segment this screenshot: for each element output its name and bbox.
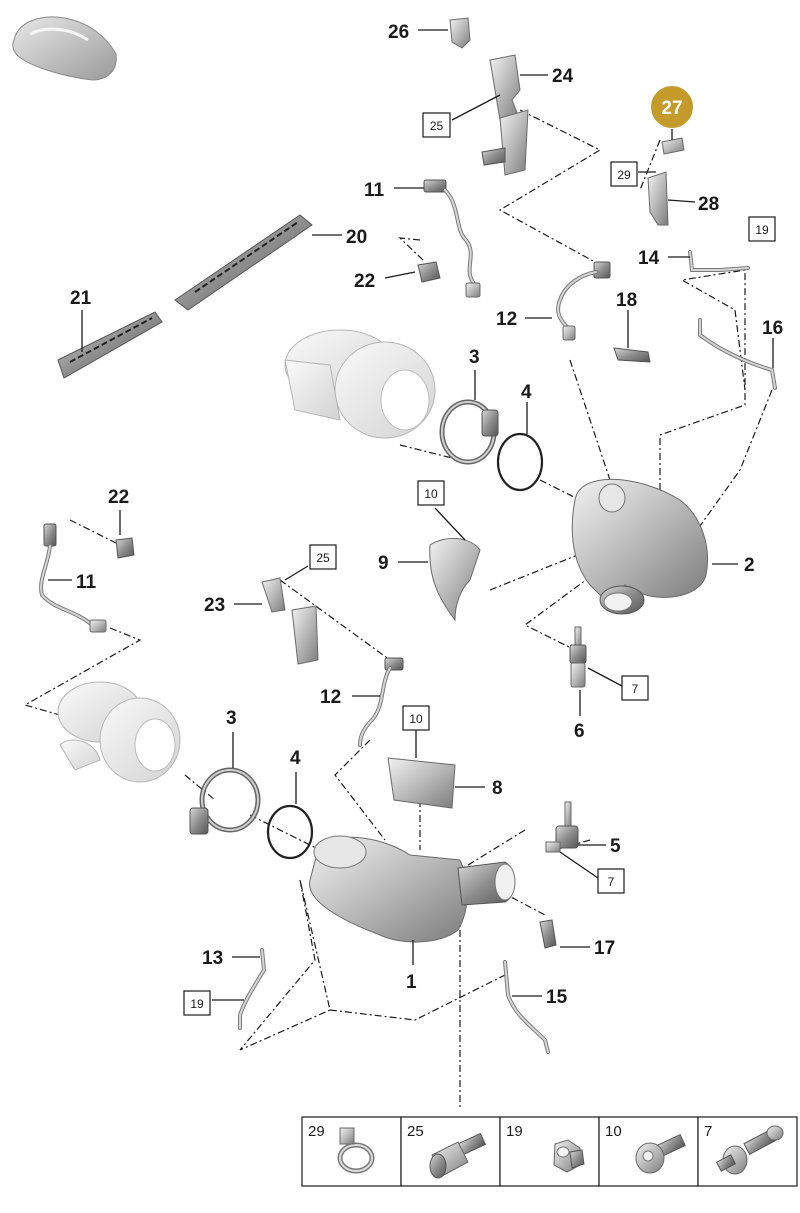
heat-shield-part-8 <box>387 757 456 809</box>
legend-label-1: 29 <box>308 1123 325 1140</box>
callout-24: 24 <box>552 66 574 87</box>
callout-11-upper: 11 <box>364 180 385 201</box>
exhaust-sensor-part-11-upper <box>423 179 481 298</box>
callout-3-lower: 3 <box>226 708 237 729</box>
clip-part-22-lower <box>115 537 135 559</box>
callout-18: 18 <box>616 290 637 311</box>
pressure-pipe-part-15 <box>503 960 550 1054</box>
temperature-sensor-part-6 <box>569 626 587 688</box>
support-bracket-part-24 <box>481 54 529 176</box>
particulate-filter-part-1 <box>309 835 516 943</box>
callout-12-lower: 12 <box>320 687 341 708</box>
legend-cell-3: 19 <box>499 1116 600 1187</box>
fastener-reference-boxes: 25 29 19 10 25 7 10 7 19 <box>183 112 776 1016</box>
exhaust-sensor-part-12-upper <box>556 261 611 341</box>
pressure-pipe-part-13 <box>238 948 267 1030</box>
callout-12-upper: 12 <box>496 309 517 330</box>
svg-text:25: 25 <box>316 551 330 565</box>
legend-label-4: 10 <box>605 1123 622 1140</box>
v-band-clamp-part-3-lower <box>189 767 261 835</box>
callout-16: 16 <box>762 318 783 339</box>
callout-27: 27 <box>661 98 682 119</box>
svg-text:19: 19 <box>755 223 769 237</box>
exhaust-sensor-part-12-lower <box>358 657 404 747</box>
svg-text:29: 29 <box>617 168 631 182</box>
callout-22-lower: 22 <box>108 487 129 508</box>
particulate-filter-part-2 <box>571 478 709 615</box>
turbocharger-reference-lower <box>57 681 181 783</box>
svg-text:25: 25 <box>430 119 444 133</box>
highlighted-callout-27[interactable]: 27 <box>649 84 695 130</box>
ref-box-10-lower: 10 <box>402 705 430 731</box>
legend-label-2: 25 <box>407 1123 424 1140</box>
callout-4-upper: 4 <box>521 382 532 403</box>
support-bracket-part-23 <box>261 577 319 665</box>
legend-label-3: 19 <box>506 1123 523 1140</box>
pressure-pipe-part-14 <box>688 250 750 272</box>
temperature-sensor-part-5 <box>545 801 579 853</box>
svg-text:10: 10 <box>409 712 423 726</box>
legend-cell-5: 7 <box>697 1116 798 1187</box>
callout-9: 9 <box>378 553 389 574</box>
heat-shield-part-21 <box>57 311 163 379</box>
callout-2: 2 <box>744 555 755 576</box>
callout-17: 17 <box>594 938 615 959</box>
callout-4-lower: 4 <box>290 748 301 769</box>
legend-cell-1: 29 <box>301 1116 402 1187</box>
callout-13: 13 <box>202 948 223 969</box>
ref-box-25-upper: 25 <box>422 112 451 138</box>
torx-bolt-icon <box>635 1133 686 1174</box>
hose-clamp-icon <box>337 1127 375 1174</box>
clip-part-22-upper <box>417 261 441 283</box>
callout-14: 14 <box>638 248 660 269</box>
svg-text:7: 7 <box>608 875 615 889</box>
callout-20: 20 <box>346 227 367 248</box>
callout-6: 6 <box>574 721 585 742</box>
stud-bolt-icon <box>715 1125 784 1175</box>
callout-15: 15 <box>546 987 568 1008</box>
part-callouts: 26 24 28 20 11 22 21 14 18 12 16 3 4 22 … <box>70 22 783 1008</box>
svg-text:7: 7 <box>632 682 639 696</box>
bracket-part-17 <box>539 919 557 949</box>
heat-shield-part-20 <box>174 214 313 311</box>
ref-box-7-upper: 7 <box>621 675 649 701</box>
turbocharger-reference-upper <box>284 329 436 439</box>
vehicle-silhouette-icon <box>12 16 117 81</box>
callout-1: 1 <box>406 972 417 993</box>
legend-cell-2: 25 <box>400 1116 501 1187</box>
legend-label-5: 7 <box>704 1123 712 1140</box>
ref-box-29: 29 <box>610 161 638 187</box>
callout-22-upper: 22 <box>354 271 375 292</box>
ref-box-10-upper: 10 <box>417 480 445 506</box>
callout-5: 5 <box>610 836 621 857</box>
ref-box-19-lower: 19 <box>183 990 211 1016</box>
bracket-part-18 <box>613 347 651 363</box>
callout-3-upper: 3 <box>469 347 480 368</box>
callout-21: 21 <box>70 288 92 309</box>
assembly-dash-lines <box>23 109 773 1110</box>
v-band-clamp-part-3-upper <box>439 399 499 465</box>
hex-nut-icon <box>553 1139 585 1173</box>
exhaust-sensor-part-11-lower <box>39 523 107 633</box>
ref-box-7-lower: 7 <box>597 868 625 894</box>
callout-26: 26 <box>388 22 409 43</box>
bracket-part-28 <box>647 137 685 226</box>
callout-28: 28 <box>698 194 719 215</box>
svg-text:10: 10 <box>424 487 438 501</box>
bracket-part-26 <box>449 17 471 49</box>
fastener-legend-table: 29 25 19 <box>301 1116 798 1187</box>
heat-shield-part-9 <box>429 537 481 622</box>
callout-8: 8 <box>492 778 503 799</box>
legend-cell-4: 10 <box>598 1116 699 1187</box>
ref-box-25-lower: 25 <box>309 544 337 570</box>
pressure-pipe-part-16 <box>698 318 777 390</box>
callout-11-lower: 11 <box>76 572 97 593</box>
callout-23: 23 <box>204 595 225 616</box>
flange-bolt-icon <box>429 1132 487 1179</box>
gasket-ring-part-4-upper <box>496 432 544 492</box>
svg-text:19: 19 <box>190 997 204 1011</box>
gasket-ring-part-4-lower <box>266 804 314 860</box>
ref-box-19-upper: 19 <box>748 216 776 242</box>
